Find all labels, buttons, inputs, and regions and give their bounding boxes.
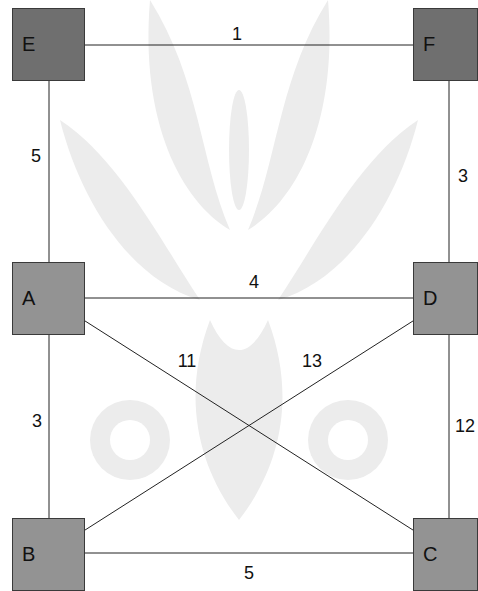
edge-weight: 11 [176,351,199,372]
edge-line [85,553,413,554]
edge-line [85,45,413,46]
vertex-box: A [12,262,85,335]
vertex-label: F [423,33,435,56]
edge-line [85,321,413,530]
vertex-box: D [413,262,478,335]
edge-line [449,81,450,262]
vertex-box: F [413,8,478,81]
edge-weight: 1 [230,24,244,45]
edge-weight: 3 [456,166,470,187]
edge-weight: 12 [453,416,477,437]
edge-weight: 5 [29,146,43,167]
edge-line [49,81,50,262]
edge-weight: 13 [300,351,324,372]
edge-line [85,298,413,299]
vertex-box: C [413,518,478,591]
vertex-label: D [423,287,437,310]
edge-weight: 5 [242,563,256,584]
edge-weight: 4 [247,272,261,293]
vertex-label: E [22,33,35,56]
vertex-label: C [423,543,437,566]
edge-weight: 3 [30,411,44,432]
edge-line [49,335,50,518]
edge-line [85,321,413,530]
edge-line [449,335,450,518]
vertex-box: B [12,518,85,591]
vertex-label: A [22,287,35,310]
vertex-box: E [12,8,85,81]
vertex-label: B [22,543,35,566]
